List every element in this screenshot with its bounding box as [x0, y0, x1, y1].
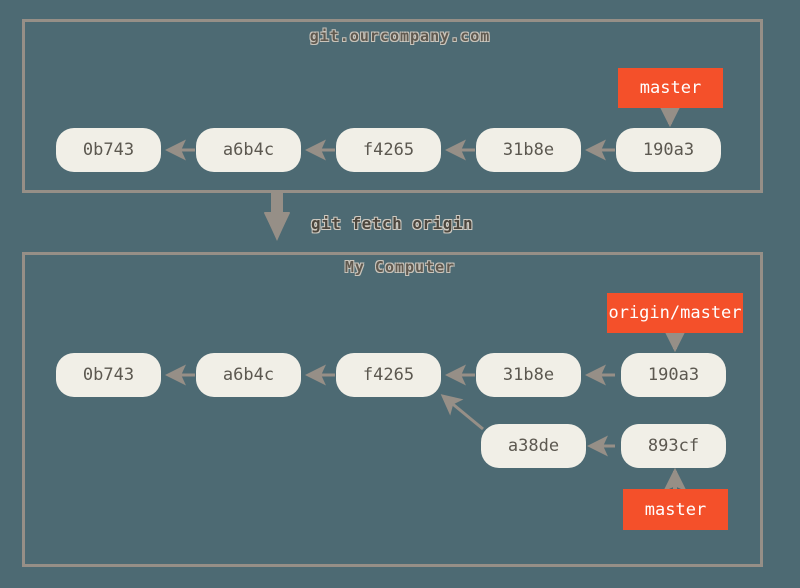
server-frame [22, 19, 763, 193]
branch-label-origin-master[interactable]: origin/master [607, 293, 743, 333]
commit-node[interactable]: 31b8e [476, 353, 581, 397]
commit-node[interactable]: f4265 [336, 353, 441, 397]
branch-label-master[interactable]: master [623, 489, 728, 530]
commit-node[interactable]: 31b8e [476, 128, 581, 172]
commit-node[interactable]: a38de [481, 424, 586, 468]
commit-node[interactable]: 0b743 [56, 128, 161, 172]
fetch-arrow [264, 193, 290, 241]
fetch-command-caption: git fetch origin [311, 214, 474, 233]
commit-node[interactable]: a6b4c [196, 128, 301, 172]
commit-node[interactable]: 190a3 [621, 353, 726, 397]
local-frame-title: My Computer [344, 258, 456, 276]
commit-node[interactable]: 190a3 [616, 128, 721, 172]
local-frame [22, 252, 763, 567]
commit-node[interactable]: f4265 [336, 128, 441, 172]
commit-node[interactable]: a6b4c [196, 353, 301, 397]
server-frame-title: git.ourcompany.com [309, 27, 491, 45]
branch-label-master[interactable]: master [618, 68, 723, 108]
commit-node[interactable]: 893cf [621, 424, 726, 468]
commit-node[interactable]: 0b743 [56, 353, 161, 397]
